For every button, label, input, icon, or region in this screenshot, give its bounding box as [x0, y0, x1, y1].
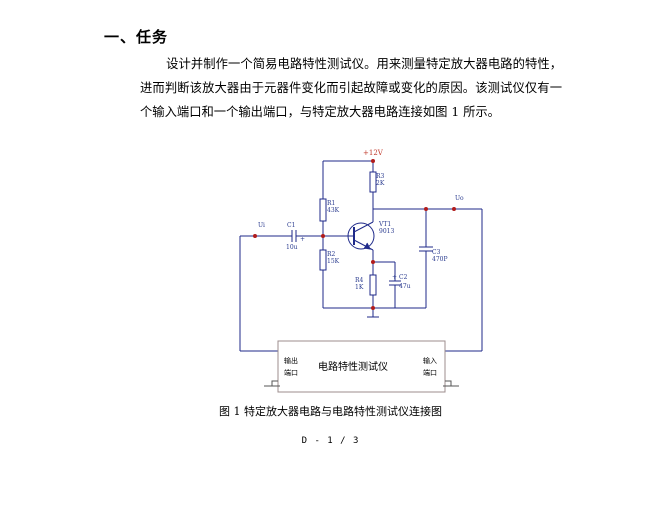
base-node [321, 234, 325, 238]
vcc-label: +12V [363, 149, 384, 157]
section-heading: 一、任务 [104, 28, 169, 46]
r1-value: 43K [327, 207, 340, 214]
c1-value: 10u [286, 244, 298, 251]
tester-grounds [264, 380, 459, 387]
page-footer: D - 1 / 3 [301, 436, 360, 446]
vt1-value: 9013 [379, 228, 394, 235]
c1-name: C1 [287, 222, 295, 229]
task-paragraph-text: 设计并制作一个简易电路特性测试仪。用来测量特定放大器电路的特性，进而判断该放大器… [140, 57, 562, 119]
out-port-label-2: 端口 [284, 368, 298, 377]
uo-node [452, 207, 456, 211]
ui-node [253, 234, 257, 238]
c1-polarity: + [300, 236, 305, 243]
r3-value: 2K [376, 180, 385, 187]
circuit-nodes [253, 159, 456, 310]
emitter-node [371, 260, 375, 264]
c3-value: 470P [432, 256, 448, 263]
r1-name: R1 [327, 200, 335, 207]
vcc-node [371, 159, 375, 163]
out-port-label-1: 输出 [284, 356, 298, 365]
r2-value: 15K [327, 258, 340, 265]
c2-value: 47u [399, 283, 411, 290]
in-port-label-1: 输入 [423, 356, 437, 365]
collector-node [424, 207, 428, 211]
task-paragraph: 设计并制作一个简易电路特性测试仪。用来测量特定放大器电路的特性，进而判断该放大器… [140, 52, 562, 124]
tester-box [277, 340, 446, 393]
r2-name: R2 [327, 251, 336, 258]
circuit-wires [239, 160, 483, 352]
r3-name: R3 [376, 173, 385, 180]
r4-value: 1K [355, 284, 364, 291]
ui-label: Ui [258, 222, 265, 229]
vt1-name: VT1 [378, 221, 391, 228]
r4-name: R4 [355, 277, 364, 284]
c2-polarity: + [392, 274, 397, 281]
c2-name: C2 [399, 274, 408, 281]
uo-label: Uo [455, 195, 464, 202]
ground-node [371, 306, 375, 310]
figure-caption: 图 1 特定放大器电路与电路特性测试仪连接图 [219, 405, 442, 418]
tester-title: 电路特性测试仪 [318, 360, 388, 373]
c3-name: C3 [432, 249, 441, 256]
in-port-label-2: 端口 [423, 368, 437, 377]
